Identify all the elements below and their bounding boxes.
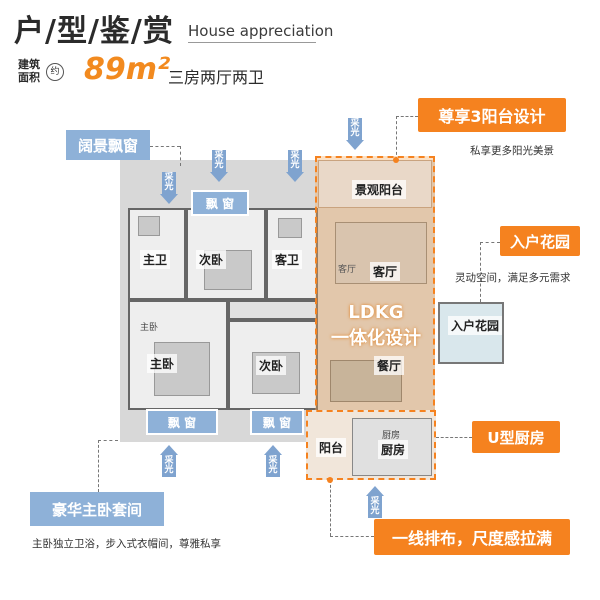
daylight-indicator: 采光 <box>365 486 385 518</box>
callout-bay-window-title: 阔景飘窗 <box>66 130 150 160</box>
daylight-label: 采光 <box>162 455 176 477</box>
callout-master-title: 豪华主卧套间 <box>30 492 164 526</box>
room-master-bed <box>128 300 228 410</box>
label-second-bed-top: 次卧 <box>196 250 227 269</box>
label-master-small: 主卧 <box>140 323 159 333</box>
daylight-label: 采光 <box>162 172 176 194</box>
daylight-label: 采光 <box>266 455 280 477</box>
arrow-up-icon <box>366 486 384 496</box>
callout-kitchen-title: U型厨房 <box>472 421 560 453</box>
callout-balcony-title: 尊享3阳台设计 <box>418 98 566 132</box>
bay-window-bottom-right: 飘 窗 <box>250 409 304 435</box>
ldkg-line1: LDKG <box>348 302 404 323</box>
marker-dot <box>393 157 399 163</box>
daylight-label: 采光 <box>212 150 226 172</box>
page-subtitle: House appreciation <box>188 22 334 40</box>
label-second-bed-bottom: 次卧 <box>256 356 287 375</box>
daylight-indicator: 采光 <box>285 150 305 182</box>
area-label-line1: 建筑 <box>18 58 40 71</box>
corridor <box>228 300 318 320</box>
daylight-indicator: 采光 <box>263 445 283 477</box>
label-balcony: 阳台 <box>316 438 347 457</box>
bay-window-top: 飘 窗 <box>191 190 249 216</box>
label-entry-garden: 入户花园 <box>448 316 503 335</box>
area-label: 建筑 面积 <box>18 58 40 84</box>
daylight-label: 采光 <box>348 118 362 140</box>
bay-window-bottom-left: 飘 窗 <box>146 409 218 435</box>
daylight-label: 采光 <box>368 496 382 518</box>
arrow-down-icon <box>346 140 364 150</box>
callout-garden-note: 灵动空间，满足多元需求 <box>455 272 571 284</box>
toilet-icon <box>138 216 160 236</box>
leader-line <box>436 437 472 438</box>
arrow-up-icon <box>264 445 282 455</box>
approx-badge: 约 <box>46 63 64 81</box>
label-living-small: 客厅 <box>338 265 357 275</box>
label-guest-bath: 客卫 <box>272 250 303 269</box>
callout-garden-title: 入户花园 <box>500 226 580 256</box>
daylight-label: 采光 <box>288 150 302 172</box>
label-view-balcony: 景观阳台 <box>352 180 407 199</box>
leader-line <box>330 536 374 537</box>
ldkg-caption: LDKG 一体化设计 <box>322 300 430 352</box>
leader-line <box>98 440 99 492</box>
label-kitchen-small: 厨房 <box>382 431 401 441</box>
marker-dot <box>327 477 333 483</box>
daylight-indicator: 采光 <box>209 150 229 182</box>
layout-type: 三房两厅两卫 <box>168 68 265 87</box>
arrow-down-icon <box>160 194 178 204</box>
leader-line <box>330 480 331 536</box>
callout-master-note: 主卧独立卫浴，步入式衣帽间，尊雅私享 <box>32 538 221 550</box>
daylight-indicator: 采光 <box>159 172 179 204</box>
arrow-down-icon <box>210 172 228 182</box>
page-title: 户/型/鉴/赏 <box>14 14 174 49</box>
leader-line <box>396 116 418 117</box>
label-living: 客厅 <box>370 262 401 281</box>
area-value: 89m² <box>84 52 171 87</box>
title-underline <box>188 42 316 43</box>
label-dining: 餐厅 <box>374 356 405 375</box>
leader-line <box>98 440 118 441</box>
area-label-line2: 面积 <box>18 71 40 84</box>
leader-line <box>150 146 180 147</box>
label-master-bath: 主卫 <box>140 250 171 269</box>
leader-line <box>180 146 181 166</box>
toilet-icon <box>278 218 302 238</box>
daylight-indicator: 采光 <box>345 118 365 150</box>
leader-line <box>396 116 397 160</box>
arrow-down-icon <box>286 172 304 182</box>
leader-line <box>480 242 481 302</box>
label-kitchen: 厨房 <box>378 440 409 459</box>
daylight-indicator: 采光 <box>159 445 179 477</box>
callout-balcony-note: 私享更多阳光美景 <box>470 145 554 157</box>
label-master-bed: 主卧 <box>147 354 178 373</box>
leader-line <box>480 242 500 243</box>
callout-linear-title: 一线排布，尺度感拉满 <box>374 519 570 555</box>
ldkg-line2: 一体化设计 <box>331 328 421 349</box>
arrow-up-icon <box>160 445 178 455</box>
